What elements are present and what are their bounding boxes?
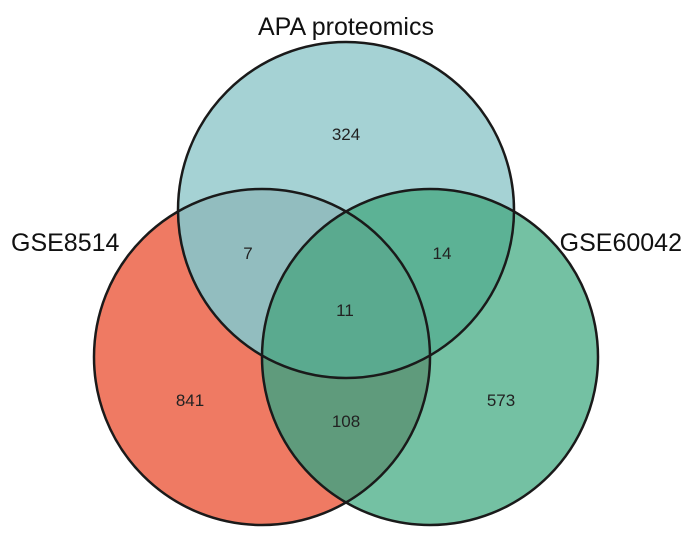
count-top-right: 14	[433, 244, 452, 263]
count-all-three: 11	[336, 301, 354, 320]
circle-outlines	[92, 40, 600, 527]
count-left-right: 108	[332, 412, 360, 431]
count-top-left: 7	[243, 244, 252, 263]
count-top-only: 324	[332, 125, 360, 144]
set-label-right: GSE60042	[560, 229, 682, 257]
count-left-only: 841	[176, 391, 204, 410]
overlap-all-three	[262, 189, 430, 378]
set-label-left: GSE8514	[11, 229, 120, 257]
set-label-top: APA proteomics	[258, 13, 434, 41]
count-right-only: 573	[487, 391, 515, 410]
